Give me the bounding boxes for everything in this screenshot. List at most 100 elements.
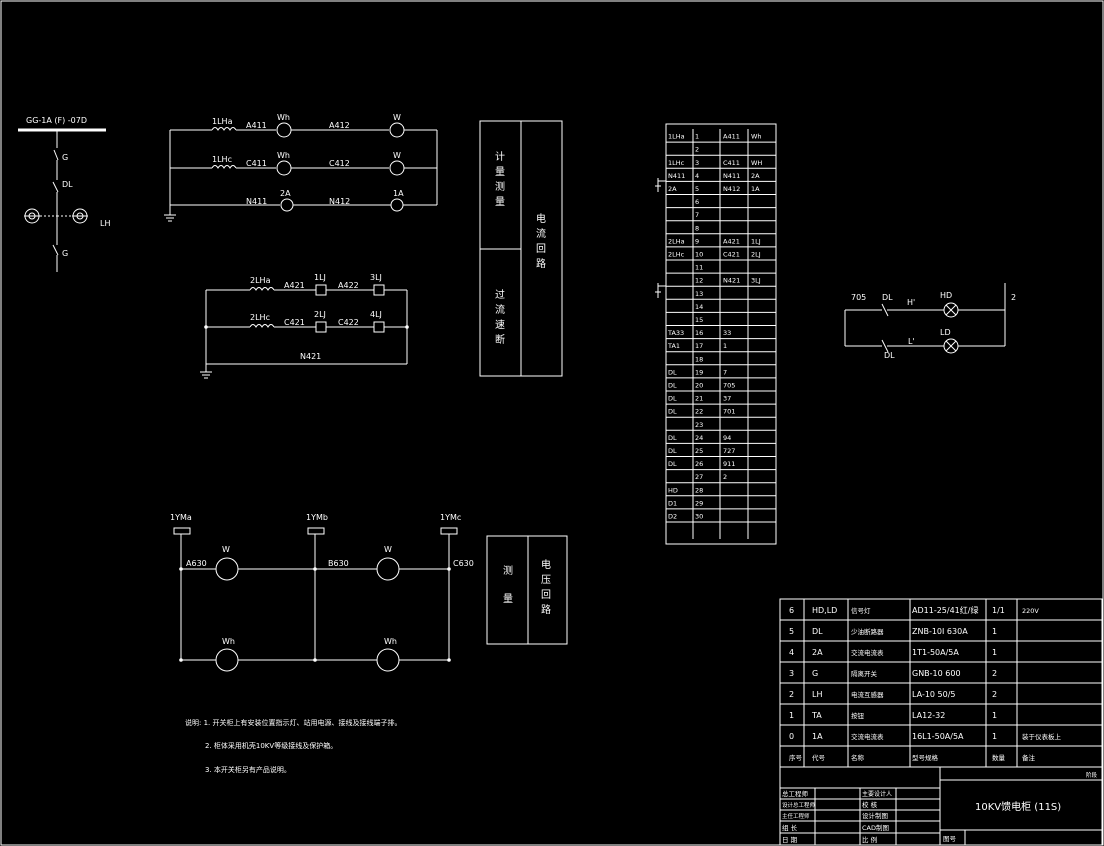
terminal-cell: 2A <box>668 185 677 193</box>
tb-sheet-label: 阶段 <box>1086 771 1098 779</box>
ammeter-1a: 1A <box>393 189 404 198</box>
bom-cell: DL <box>812 627 823 636</box>
bom-cell: HD,LD <box>812 606 837 615</box>
terminal-cell: 1LHa <box>668 133 685 141</box>
terminal-cell: N412 <box>723 185 740 193</box>
bom-cell: 6 <box>789 606 794 615</box>
terminal-cell: WH <box>751 159 762 167</box>
terminal-cell: A411 <box>723 133 740 141</box>
terminal-cell: 705 <box>723 382 735 390</box>
terminal-cell: 1LHc <box>668 159 685 167</box>
terminal-cell: 25 <box>695 447 703 455</box>
bom-cell: 装于仪表板上 <box>1022 732 1062 741</box>
terminal-cell: 2LJ <box>751 251 761 259</box>
meter-w-voltage-2: W <box>384 545 392 554</box>
terminal-cell: 8 <box>695 224 699 232</box>
wire-n421: N421 <box>300 352 321 361</box>
meter-wh-voltage-1: Wh <box>222 637 235 646</box>
terminal-cell: DL <box>668 460 677 468</box>
signal-dl-2: DL <box>884 351 895 360</box>
bus-1ymc: 1YMc <box>440 513 461 522</box>
metering-current-circuit: 1LHa A411 Wh A412 W 1LHc C411 Wh C412 W … <box>164 113 438 222</box>
ct-1lhc: 1LHc <box>212 155 232 164</box>
terminal-cell: 29 <box>695 499 703 507</box>
terminal-cell: 26 <box>695 460 703 468</box>
meter-w-a: W <box>393 113 401 122</box>
bom-cell: 1 <box>789 711 794 720</box>
meter-wh-a: Wh <box>277 113 290 122</box>
terminal-cell: 1A <box>751 185 760 193</box>
tb-drawing-no: 图号 <box>943 835 957 843</box>
bom-cell: 5 <box>789 627 794 636</box>
wire-c412: C412 <box>329 159 350 168</box>
ct-1lha: 1LHa <box>212 117 233 126</box>
terminal-cell: 14 <box>695 303 703 311</box>
single-line-title: GG-1A (F) -07D <box>26 116 87 125</box>
terminal-cell: DL <box>668 368 677 376</box>
bom-cell: 数量 <box>992 753 1006 762</box>
box-current-loop-label: 电流回路 <box>536 212 546 270</box>
signal-h: H' <box>907 298 915 307</box>
note-2: 2. 柜体采用机壳10KV等级接线及保护箱。 <box>205 741 337 750</box>
terminal-cell: 727 <box>723 447 735 455</box>
bom-cell: 信号灯 <box>851 606 871 615</box>
bom-cell: ZNB-10I 630A <box>912 627 968 636</box>
bom-cell: LA12-32 <box>912 711 945 720</box>
bom-cell: 隔离开关 <box>851 669 878 678</box>
bom-cell: 16L1-50A/5A <box>912 732 964 741</box>
terminal-cell: DL <box>668 447 677 455</box>
bom-cell: 1 <box>992 732 997 741</box>
terminal-cell: 33 <box>723 329 731 337</box>
terminal-cell: 18 <box>695 355 703 363</box>
tb-chief-engineer: 总工程师 <box>782 789 809 798</box>
bus-1ymb: 1YMb <box>306 513 328 522</box>
protection-current-circuit: 2LHa A421 1LJ A422 3LJ 2LHc C421 2LJ C42… <box>200 273 409 379</box>
label-dl: DL <box>62 180 73 189</box>
relay-1lj: 1LJ <box>314 273 326 282</box>
wire-a422: A422 <box>338 281 359 290</box>
bom-cell: AD11-25/41红/绿 <box>912 605 978 615</box>
terminal-cell: HD <box>668 486 678 494</box>
bom-cell: TA <box>811 711 822 720</box>
terminal-cell: 3 <box>695 159 699 167</box>
bom-cell: 1 <box>992 648 997 657</box>
terminal-cell: 701 <box>723 408 735 416</box>
terminal-cell: Wh <box>751 133 762 141</box>
bom-cell: 2 <box>992 669 997 678</box>
tb-scale: 比 例 <box>862 835 877 844</box>
box-overcurrent-label: 过流速断 <box>495 288 505 346</box>
bom-cell: 3 <box>789 669 794 678</box>
terminal-cell: 2LHa <box>668 237 685 245</box>
bom-cell: 序号 <box>789 753 803 762</box>
wire-c422: C422 <box>338 318 359 327</box>
terminal-cell: 17 <box>695 342 703 350</box>
terminal-cell: 94 <box>723 434 731 442</box>
signal-hd: HD <box>940 291 952 300</box>
terminal-cell: 4 <box>695 172 699 180</box>
bom-cell: 少油断路器 <box>851 627 884 636</box>
terminal-cell: 20 <box>695 382 703 390</box>
tb-group-leader: 组 长 <box>782 823 798 832</box>
label-lh: LH <box>100 219 110 228</box>
bom-cell: LA-10 50/5 <box>912 690 956 699</box>
terminal-cell: 2 <box>723 473 727 481</box>
bom-cell: GNB-10 600 <box>912 669 961 678</box>
terminal-cell: 10 <box>695 251 703 259</box>
bom-cell: 1/1 <box>992 606 1005 615</box>
wire-a421: A421 <box>284 281 305 290</box>
terminal-cell: 16 <box>695 329 703 337</box>
meter-w-voltage-1: W <box>222 545 230 554</box>
terminal-cell: 28 <box>695 486 703 494</box>
terminal-cell: D1 <box>668 499 677 507</box>
terminal-cell: C421 <box>723 251 740 259</box>
ct-2lhc: 2LHc <box>250 313 270 322</box>
terminal-cell: DL <box>668 382 677 390</box>
wire-n411: N411 <box>246 197 267 206</box>
terminal-cell: 24 <box>695 434 703 442</box>
signal-ld: LD <box>940 328 951 337</box>
bom-cell: 2 <box>789 690 794 699</box>
terminal-cell: 2 <box>695 146 699 154</box>
